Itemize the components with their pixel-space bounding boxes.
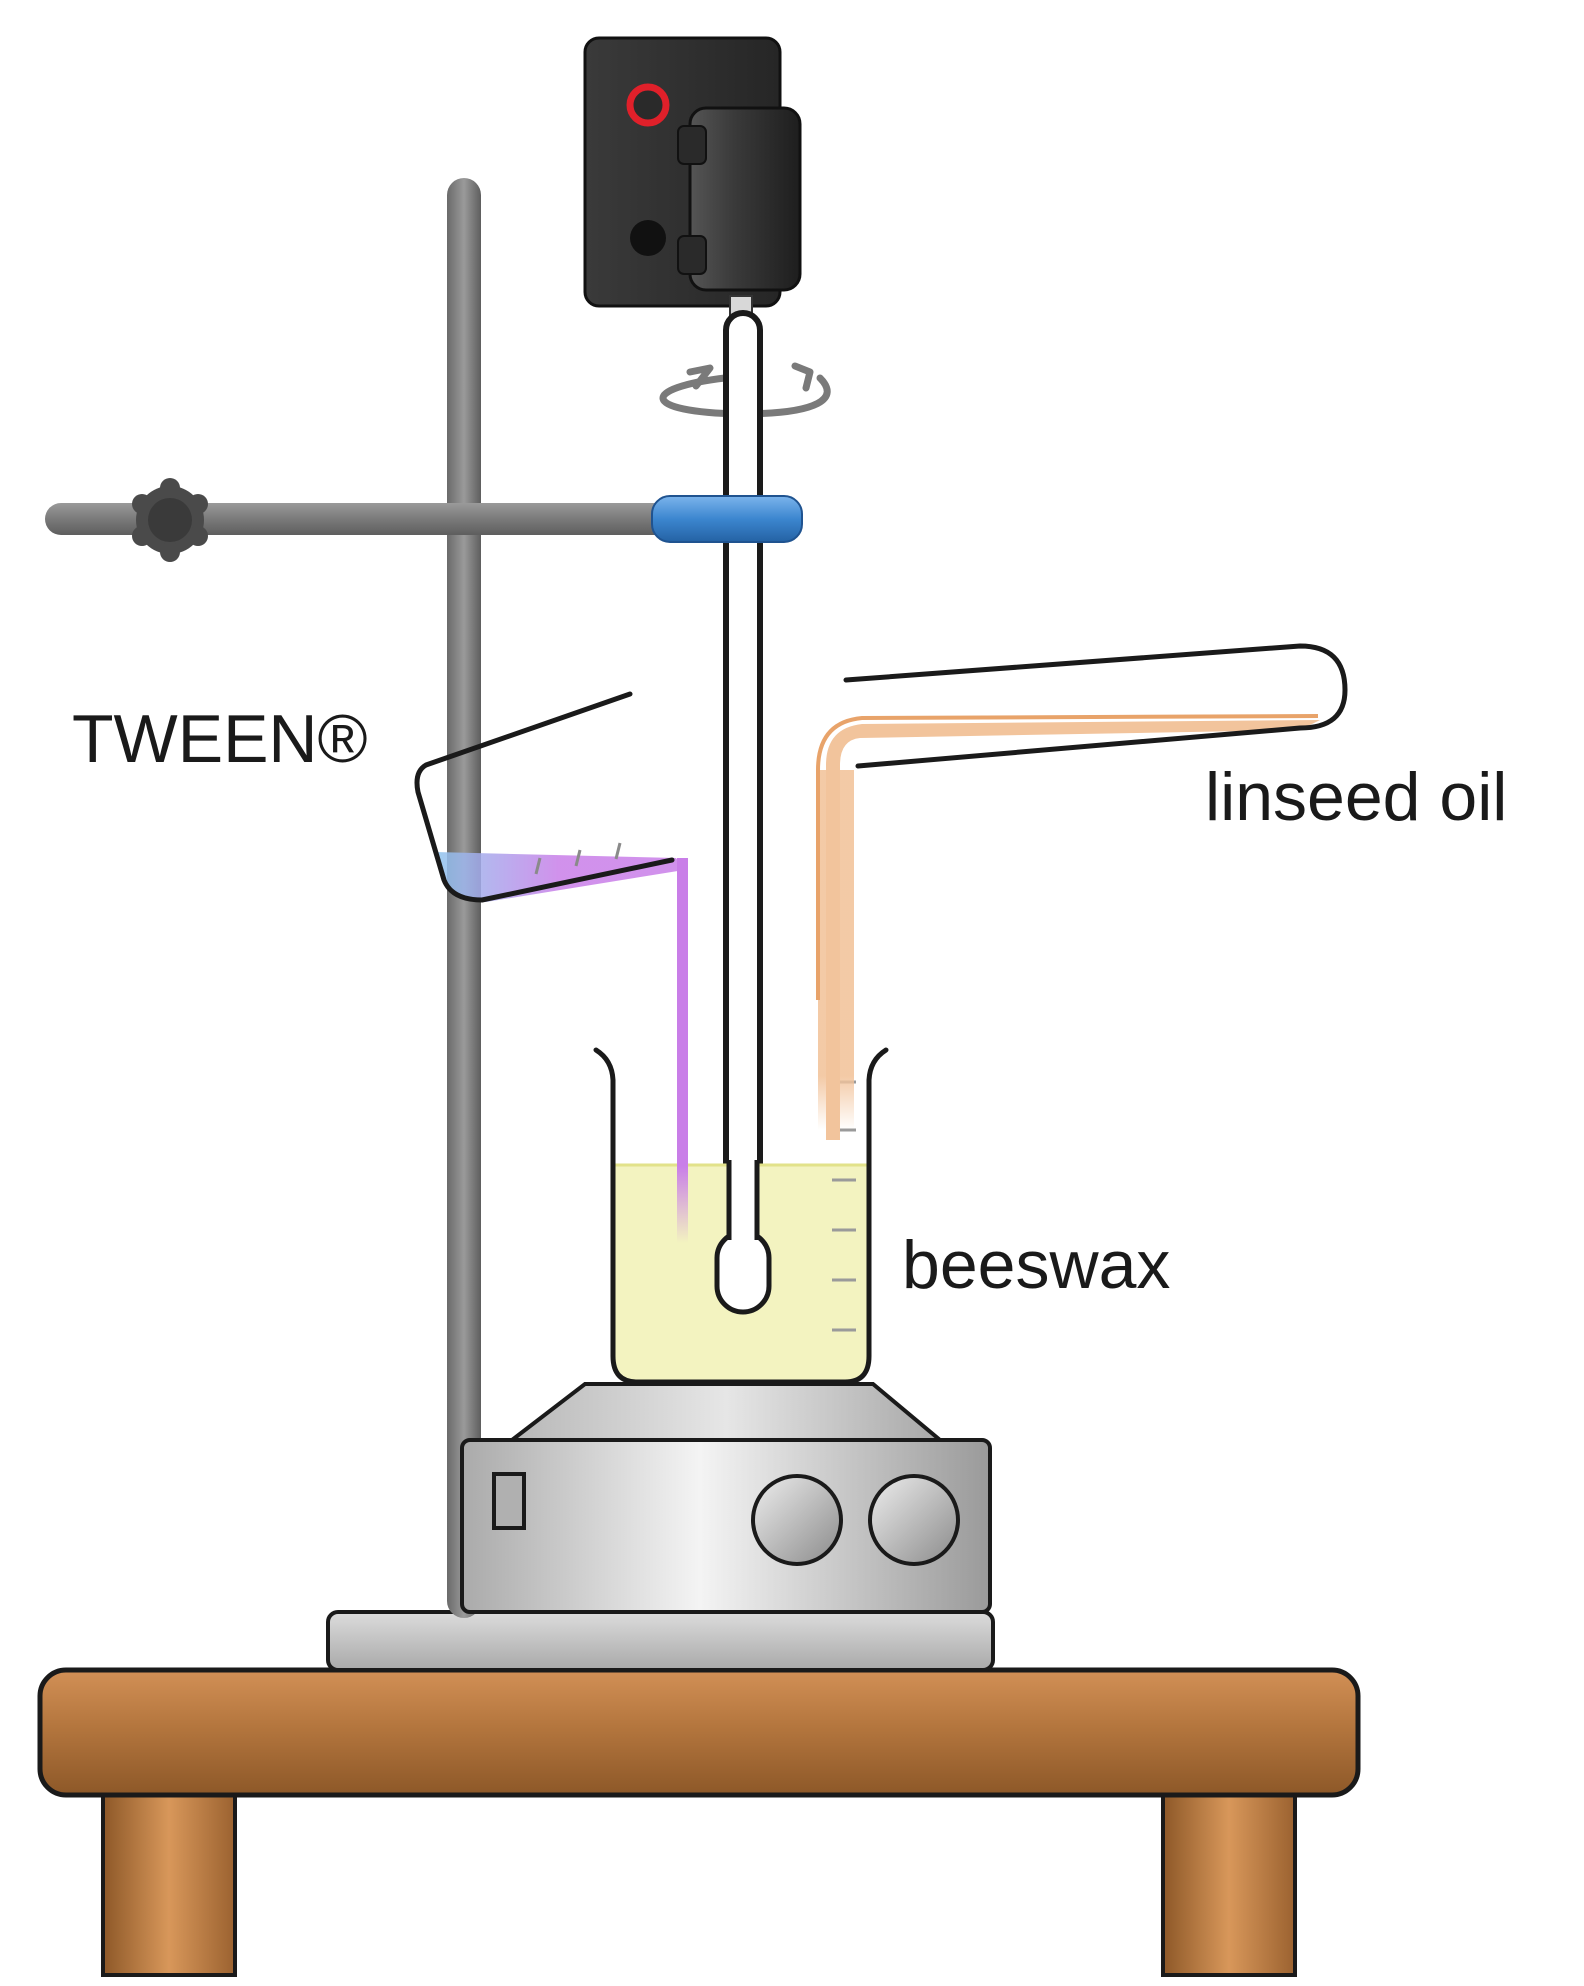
label-linseed-oil: linseed oil (1205, 759, 1507, 835)
hot-plate-knob-speed[interactable] (868, 1474, 960, 1566)
hot-plate (460, 1382, 992, 1614)
label-tween: TWEEN® (72, 701, 368, 777)
tween-stream (677, 858, 688, 1243)
hot-plate-switch[interactable] (492, 1472, 526, 1530)
clamp-ring (651, 495, 803, 543)
beaker-outline (593, 1047, 889, 1385)
power-button-icon[interactable] (626, 83, 670, 127)
linseed-oil-vessel (816, 643, 1348, 1140)
motor-cylinder (688, 106, 802, 292)
table-leg-left (101, 1788, 237, 1977)
motor-socket (630, 220, 666, 256)
tween-liquid (435, 852, 684, 902)
table-top (37, 1667, 1361, 1798)
stirrer-motor (583, 36, 802, 317)
tween-pouring-vessel (414, 691, 688, 1243)
stirrer-paddle (714, 1229, 772, 1315)
wooden-table (37, 1667, 1361, 1977)
hot-plate-knob-temperature[interactable] (751, 1474, 843, 1566)
hot-plate-top (506, 1382, 946, 1442)
clamp-knob-icon (132, 478, 208, 562)
stand-base-plate (326, 1610, 995, 1672)
label-beeswax: beeswax (902, 1227, 1170, 1303)
stirrer-shaft (711, 310, 763, 1294)
clamp-arm (45, 478, 685, 562)
table-leg-right (1161, 1788, 1297, 1977)
hot-plate-body (460, 1438, 992, 1614)
